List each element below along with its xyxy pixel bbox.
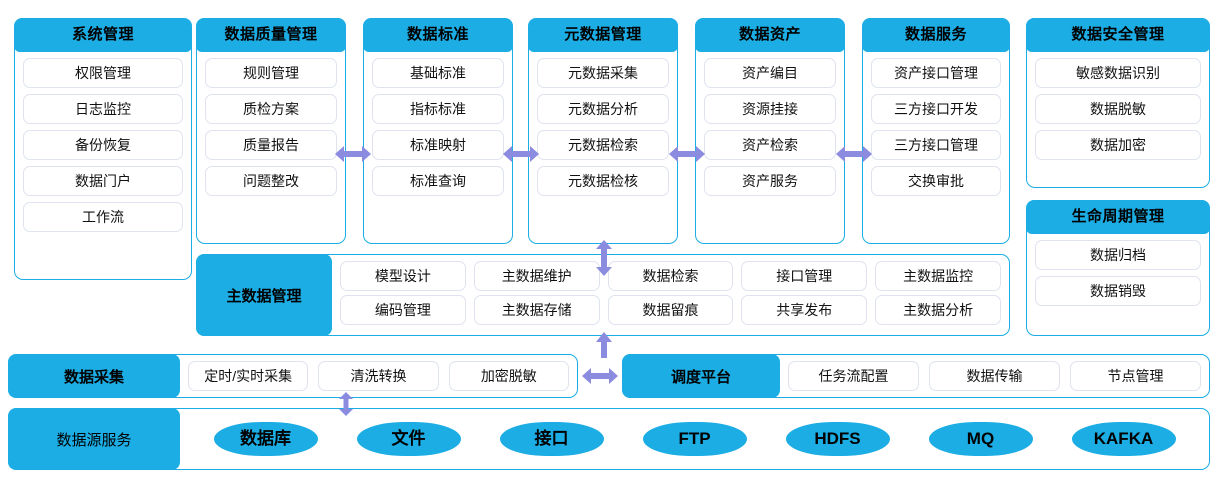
cell-item[interactable]: 权限管理 xyxy=(23,58,183,88)
panel-title-data-security-management: 数据安全管理 xyxy=(1026,18,1210,52)
cell-item[interactable]: 元数据采集 xyxy=(537,58,669,88)
datasource-chip[interactable]: HDFS xyxy=(785,422,890,456)
master-data-grid: 模型设计 主数据维护 数据检索 接口管理 主数据监控 编码管理 主数据存储 数据… xyxy=(332,255,1009,335)
panel-body-system-management: 权限管理 日志监控 备份恢复 数据门户 工作流 xyxy=(15,52,191,239)
band-items-data-collection: 定时/实时采集 清洗转换 加密脱敏 xyxy=(180,355,577,397)
cell-item[interactable]: 三方接口开发 xyxy=(871,94,1001,124)
panel-title-data-standard: 数据标准 xyxy=(363,18,513,52)
band-items-schedule-platform: 任务流配置 数据传输 节点管理 xyxy=(780,355,1209,397)
panel-title-master-data-management: 主数据管理 xyxy=(196,254,332,336)
panel-data-quality-management[interactable]: 数据质量管理 规则管理 质检方案 质量报告 问题整改 xyxy=(196,18,346,244)
cell-item[interactable]: 敏感数据识别 xyxy=(1035,58,1201,88)
cell-item[interactable]: 数据门户 xyxy=(23,166,183,196)
panel-data-security-management[interactable]: 数据安全管理 敏感数据识别 数据脱敏 数据加密 xyxy=(1026,18,1210,188)
panel-data-standard[interactable]: 数据标准 基础标准 指标标准 标准映射 标准查询 xyxy=(363,18,513,244)
cell-item[interactable]: 接口管理 xyxy=(741,261,868,291)
datasource-chip[interactable]: 数据库 xyxy=(213,422,318,456)
arrow-standard-to-metadata xyxy=(503,144,539,164)
arrow-quality-to-standard xyxy=(335,144,371,164)
cell-item[interactable]: 元数据分析 xyxy=(537,94,669,124)
panel-title-system-management: 系统管理 xyxy=(14,18,192,52)
arrow-collection-to-datasource xyxy=(336,392,356,416)
panel-body-metadata-management: 元数据采集 元数据分析 元数据检索 元数据检核 xyxy=(529,52,677,203)
datasource-chip[interactable]: FTP xyxy=(642,422,747,456)
arrow-master-data-to-collection xyxy=(594,332,614,358)
band-schedule-platform[interactable]: 调度平台 任务流配置 数据传输 节点管理 xyxy=(622,354,1210,398)
cell-item[interactable]: 清洗转换 xyxy=(318,361,439,391)
cell-item[interactable]: 交换审批 xyxy=(871,166,1001,196)
cell-item[interactable]: 节点管理 xyxy=(1070,361,1201,391)
arrow-metadata-to-asset xyxy=(669,144,705,164)
panel-body-data-standard: 基础标准 指标标准 标准映射 标准查询 xyxy=(364,52,512,203)
panel-system-management[interactable]: 系统管理 权限管理 日志监控 备份恢复 数据门户 工作流 xyxy=(14,18,192,280)
cell-item[interactable]: 编码管理 xyxy=(340,295,466,325)
cell-item[interactable]: 数据销毁 xyxy=(1035,276,1201,306)
cell-item[interactable]: 资产编目 xyxy=(704,58,836,88)
cell-item[interactable]: 共享发布 xyxy=(741,295,868,325)
panel-data-asset[interactable]: 数据资产 资产编目 资源挂接 资产检索 资产服务 xyxy=(695,18,845,244)
panel-title-data-asset: 数据资产 xyxy=(695,18,845,52)
cell-item[interactable]: 数据传输 xyxy=(929,361,1060,391)
cell-item[interactable]: 规则管理 xyxy=(205,58,337,88)
cell-item[interactable]: 数据归档 xyxy=(1035,240,1201,270)
band-data-collection[interactable]: 数据采集 定时/实时采集 清洗转换 加密脱敏 xyxy=(8,354,578,398)
datasource-chip[interactable]: MQ xyxy=(928,422,1033,456)
cell-item[interactable]: 元数据检核 xyxy=(537,166,669,196)
cell-item[interactable]: 资产接口管理 xyxy=(871,58,1001,88)
cell-item[interactable]: 资产检索 xyxy=(704,130,836,160)
cell-item[interactable]: 三方接口管理 xyxy=(871,130,1001,160)
cell-item[interactable]: 数据脱敏 xyxy=(1035,94,1201,124)
panel-title-lifecycle-management: 生命周期管理 xyxy=(1026,200,1210,234)
cell-item[interactable]: 基础标准 xyxy=(372,58,504,88)
cell-item[interactable]: 主数据存储 xyxy=(473,295,600,325)
cell-item[interactable]: 主数据维护 xyxy=(473,261,600,291)
cell-item[interactable]: 模型设计 xyxy=(340,261,466,291)
datasource-chip[interactable]: 接口 xyxy=(499,422,604,456)
panel-lifecycle-management[interactable]: 生命周期管理 数据归档 数据销毁 xyxy=(1026,200,1210,336)
band-data-source-service[interactable]: 数据源服务 数据库 文件 接口 FTP HDFS MQ KAFKA xyxy=(8,408,1210,470)
data-source-list: 数据库 文件 接口 FTP HDFS MQ KAFKA xyxy=(180,409,1209,469)
cell-item[interactable]: 质检方案 xyxy=(205,94,337,124)
panel-data-service[interactable]: 数据服务 资产接口管理 三方接口开发 三方接口管理 交换审批 xyxy=(862,18,1010,244)
panel-body-data-quality-management: 规则管理 质检方案 质量报告 问题整改 xyxy=(197,52,345,203)
panel-body-data-asset: 资产编目 资源挂接 资产检索 资产服务 xyxy=(696,52,844,203)
cell-item[interactable]: 任务流配置 xyxy=(788,361,919,391)
cell-item[interactable]: 质量报告 xyxy=(205,130,337,160)
panel-metadata-management[interactable]: 元数据管理 元数据采集 元数据分析 元数据检索 元数据检核 xyxy=(528,18,678,244)
cell-item[interactable]: 数据加密 xyxy=(1035,130,1201,160)
cell-item[interactable]: 标准映射 xyxy=(372,130,504,160)
cell-item[interactable]: 指标标准 xyxy=(372,94,504,124)
panel-title-metadata-management: 元数据管理 xyxy=(528,18,678,52)
arrow-asset-to-service xyxy=(836,144,872,164)
cell-item[interactable]: 数据留痕 xyxy=(607,295,734,325)
cell-item[interactable]: 定时/实时采集 xyxy=(188,361,309,391)
panel-body-data-security-management: 敏感数据识别 数据脱敏 数据加密 xyxy=(1027,52,1209,167)
cell-item[interactable]: 元数据检索 xyxy=(537,130,669,160)
datasource-chip[interactable]: 文件 xyxy=(356,422,461,456)
cell-item[interactable]: 数据检索 xyxy=(607,261,734,291)
cell-item[interactable]: 主数据分析 xyxy=(875,295,1001,325)
band-title-data-collection: 数据采集 xyxy=(8,354,180,398)
cell-item[interactable]: 问题整改 xyxy=(205,166,337,196)
cell-item[interactable]: 日志监控 xyxy=(23,94,183,124)
datasource-chip[interactable]: KAFKA xyxy=(1071,422,1176,456)
cell-item[interactable]: 加密脱敏 xyxy=(448,361,569,391)
panel-body-data-service: 资产接口管理 三方接口开发 三方接口管理 交换审批 xyxy=(863,52,1009,203)
cell-item[interactable]: 备份恢复 xyxy=(23,130,183,160)
cell-item[interactable]: 资源挂接 xyxy=(704,94,836,124)
panel-title-data-quality-management: 数据质量管理 xyxy=(196,18,346,52)
arrow-collection-to-schedule xyxy=(582,366,618,386)
cell-item[interactable]: 主数据监控 xyxy=(875,261,1001,291)
band-title-schedule-platform: 调度平台 xyxy=(622,354,780,398)
cell-item[interactable]: 工作流 xyxy=(23,202,183,232)
cell-item[interactable]: 资产服务 xyxy=(704,166,836,196)
arrow-metadata-to-master-data xyxy=(594,240,614,276)
panel-title-data-service: 数据服务 xyxy=(862,18,1010,52)
band-title-data-source-service: 数据源服务 xyxy=(8,408,180,470)
cell-item[interactable]: 标准查询 xyxy=(372,166,504,196)
panel-body-lifecycle-management: 数据归档 数据销毁 xyxy=(1027,234,1209,313)
